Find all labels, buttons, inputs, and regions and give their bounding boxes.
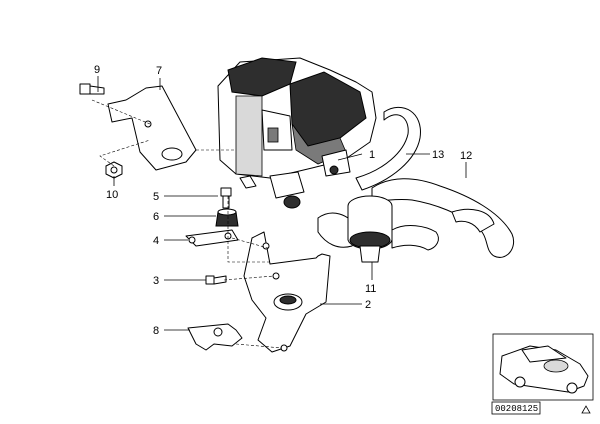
reference-id-box: 00208125: [491, 401, 541, 415]
rubber-mount-6: [215, 208, 239, 227]
reference-id: 00208125: [495, 404, 538, 414]
inset-thumbnail: [492, 333, 594, 401]
hose-12: [371, 178, 514, 258]
bolt-5: [220, 187, 232, 209]
callout-12: 12: [460, 150, 472, 162]
callout-4: 4: [153, 235, 159, 247]
circulation-pump-11: [317, 195, 439, 263]
car-silhouette-icon: [499, 345, 589, 394]
callout-8: 8: [153, 325, 159, 337]
callout-labels: 1 2 3 4 5 6 7 8 9 10 11 12 13: [94, 64, 472, 337]
leader-lines: [97, 76, 467, 331]
callout-6: 6: [153, 211, 159, 223]
bolt-9: [79, 83, 105, 95]
hose-13: [355, 106, 421, 191]
callout-9: 9: [94, 64, 100, 76]
clip-8: [187, 323, 243, 351]
hose-12-branch: [451, 208, 495, 233]
bracket-7: [107, 85, 197, 171]
callout-5: 5: [153, 191, 159, 203]
callout-11: 11: [365, 283, 376, 295]
callout-2: 2: [365, 299, 371, 311]
callout-7: 7: [156, 65, 162, 77]
callout-10: 10: [106, 189, 118, 201]
heater-unit: [217, 57, 377, 209]
callout-1: 1: [369, 149, 375, 161]
bracket-2: [243, 231, 331, 353]
screw-3: [205, 275, 227, 285]
assembly-lines: [91, 99, 283, 349]
triangle-icon: [581, 405, 591, 414]
callout-13: 13: [432, 149, 444, 161]
callout-3: 3: [153, 275, 159, 287]
